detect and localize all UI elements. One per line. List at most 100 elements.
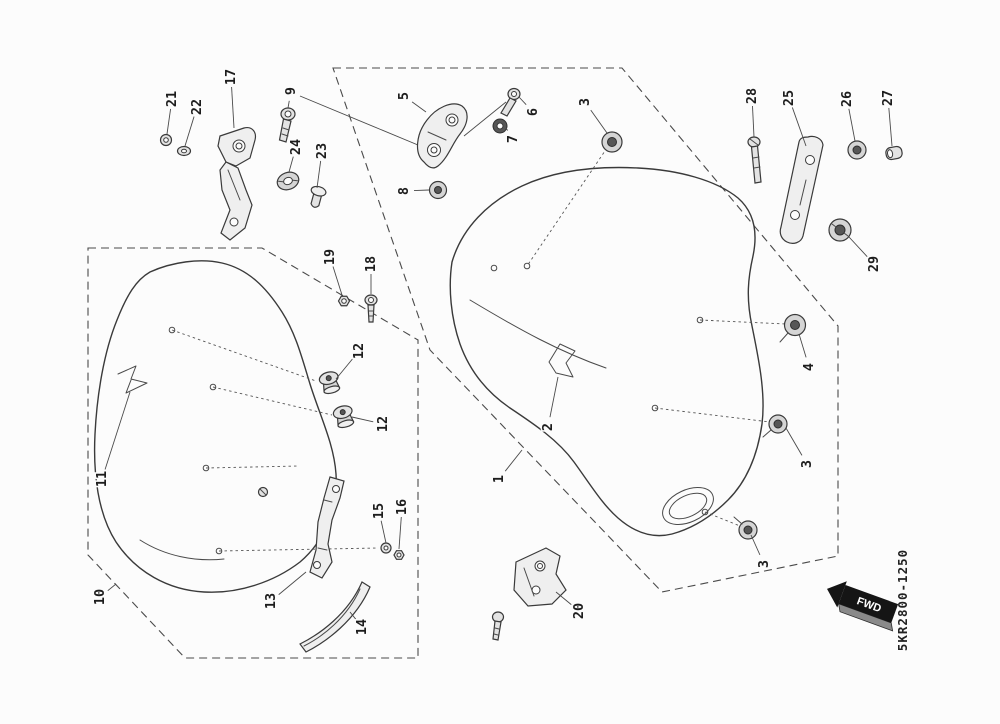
leader-line-23-13 [316, 160, 322, 189]
grommet-24 [276, 171, 300, 191]
callout-26-10: 26 [839, 91, 855, 107]
callout-3-27: 3 [756, 560, 772, 568]
leader-line-9-3 [287, 100, 290, 109]
cover-mark-11 [117, 365, 148, 394]
callout-22-1: 22 [189, 99, 205, 115]
callout-21-0: 21 [164, 91, 180, 107]
grommet-8 [428, 180, 448, 200]
callout-24-12: 24 [288, 139, 304, 155]
nut-16 [393, 550, 405, 560]
leader-line-2-21 [549, 376, 559, 418]
bolt-18 [364, 294, 378, 323]
leader-line-26-10 [848, 108, 856, 142]
leader-line-19-16 [332, 266, 343, 296]
grommet-29 [828, 218, 852, 242]
leader-line-4-18 [798, 333, 807, 358]
callout-6-5: 6 [525, 108, 541, 116]
screw-28 [747, 136, 762, 184]
fwd-marker: FWD [827, 581, 899, 632]
cover-opening [662, 487, 714, 525]
nut-19 [337, 295, 351, 307]
plug-23 [310, 185, 327, 208]
leader-line-8-14 [413, 189, 430, 192]
leader-line-3-7 [590, 109, 608, 134]
leader-line-12-19 [335, 358, 354, 380]
callout-7-6: 7 [505, 135, 521, 143]
grommet-3-mid [762, 414, 788, 438]
left-side-cover [93, 260, 379, 593]
leader-line-1-24 [504, 449, 523, 472]
dashed-boundary-left [87, 247, 419, 659]
grommet-12-lower [332, 405, 355, 429]
callout-1-24: 1 [491, 475, 507, 483]
callout-9-3: 9 [283, 87, 299, 95]
callout-14-30: 14 [354, 619, 370, 635]
leader-line-28-8 [752, 105, 755, 138]
leader-line-3-22 [785, 427, 803, 456]
leader-line-17-2 [231, 86, 235, 129]
callout-28-8: 28 [744, 88, 760, 104]
callout-8-14: 8 [396, 187, 412, 195]
collar-7 [492, 118, 508, 134]
dashed-boundary-right [332, 67, 839, 593]
nut-21 [159, 133, 173, 147]
strip-14 [299, 581, 371, 653]
leader-line-15-25 [380, 520, 387, 544]
leader-line-10-31 [107, 583, 117, 592]
callout-12-20: 12 [375, 416, 391, 432]
leader-line-20-29 [555, 591, 572, 605]
grommet-4 [779, 313, 807, 343]
callout-3-22: 3 [799, 460, 815, 468]
callout-18-17: 18 [363, 256, 379, 272]
bracket-tab-2 [548, 343, 576, 378]
bolt-20 [491, 611, 505, 641]
grommet-12-upper [318, 371, 341, 395]
callout-15-25: 15 [371, 503, 387, 519]
callout-5-4: 5 [396, 92, 412, 100]
callout-2-21: 2 [540, 423, 556, 431]
callout-19-16: 19 [322, 249, 338, 265]
washer-22 [176, 145, 192, 157]
leader-line-29-15 [848, 236, 868, 257]
leader-line-21-0 [166, 108, 172, 135]
leader-line-24-12 [288, 156, 294, 173]
leader-line-5-4 [411, 101, 427, 113]
callout-13-28: 13 [263, 593, 279, 609]
callout-11-23: 11 [94, 471, 110, 487]
bracket-17 [217, 127, 257, 241]
right-side-cover [449, 147, 787, 537]
callout-4-18: 4 [801, 363, 817, 371]
fwd-arrow-head [827, 581, 847, 608]
bolt-9 [278, 107, 296, 143]
callout-16-26: 16 [394, 499, 410, 515]
leader-line-14-30 [349, 611, 357, 620]
collar-27 [885, 145, 903, 161]
callout-29-15: 29 [866, 256, 882, 272]
bolt-6 [500, 87, 521, 117]
leader-line-6-5 [518, 96, 527, 105]
small-screw [257, 486, 269, 498]
plate-bracket-25 [779, 135, 824, 244]
grommet-3-top [601, 131, 623, 153]
part-number-code: 5KR2800-1250 [895, 549, 910, 651]
grommet-3-bottom [733, 516, 758, 540]
leader-line-12-20 [351, 416, 374, 423]
bracket-5 [417, 103, 468, 169]
fwd-arrow [838, 584, 899, 623]
callout-25-9: 25 [781, 90, 797, 106]
bracket-20 [513, 547, 567, 607]
leader-line-13-28 [278, 571, 307, 595]
callout-20-29: 20 [571, 603, 587, 619]
callout-23-13: 23 [314, 143, 330, 159]
bracket-13 [309, 476, 345, 579]
leader-line-27-11 [888, 107, 893, 147]
callout-3-7: 3 [577, 98, 593, 106]
washer-15 [380, 542, 392, 554]
leader-line-11-23 [104, 391, 131, 470]
leader-line-22-1 [184, 116, 195, 147]
callout-12-19: 12 [351, 343, 367, 359]
callout-27-11: 27 [880, 90, 896, 106]
